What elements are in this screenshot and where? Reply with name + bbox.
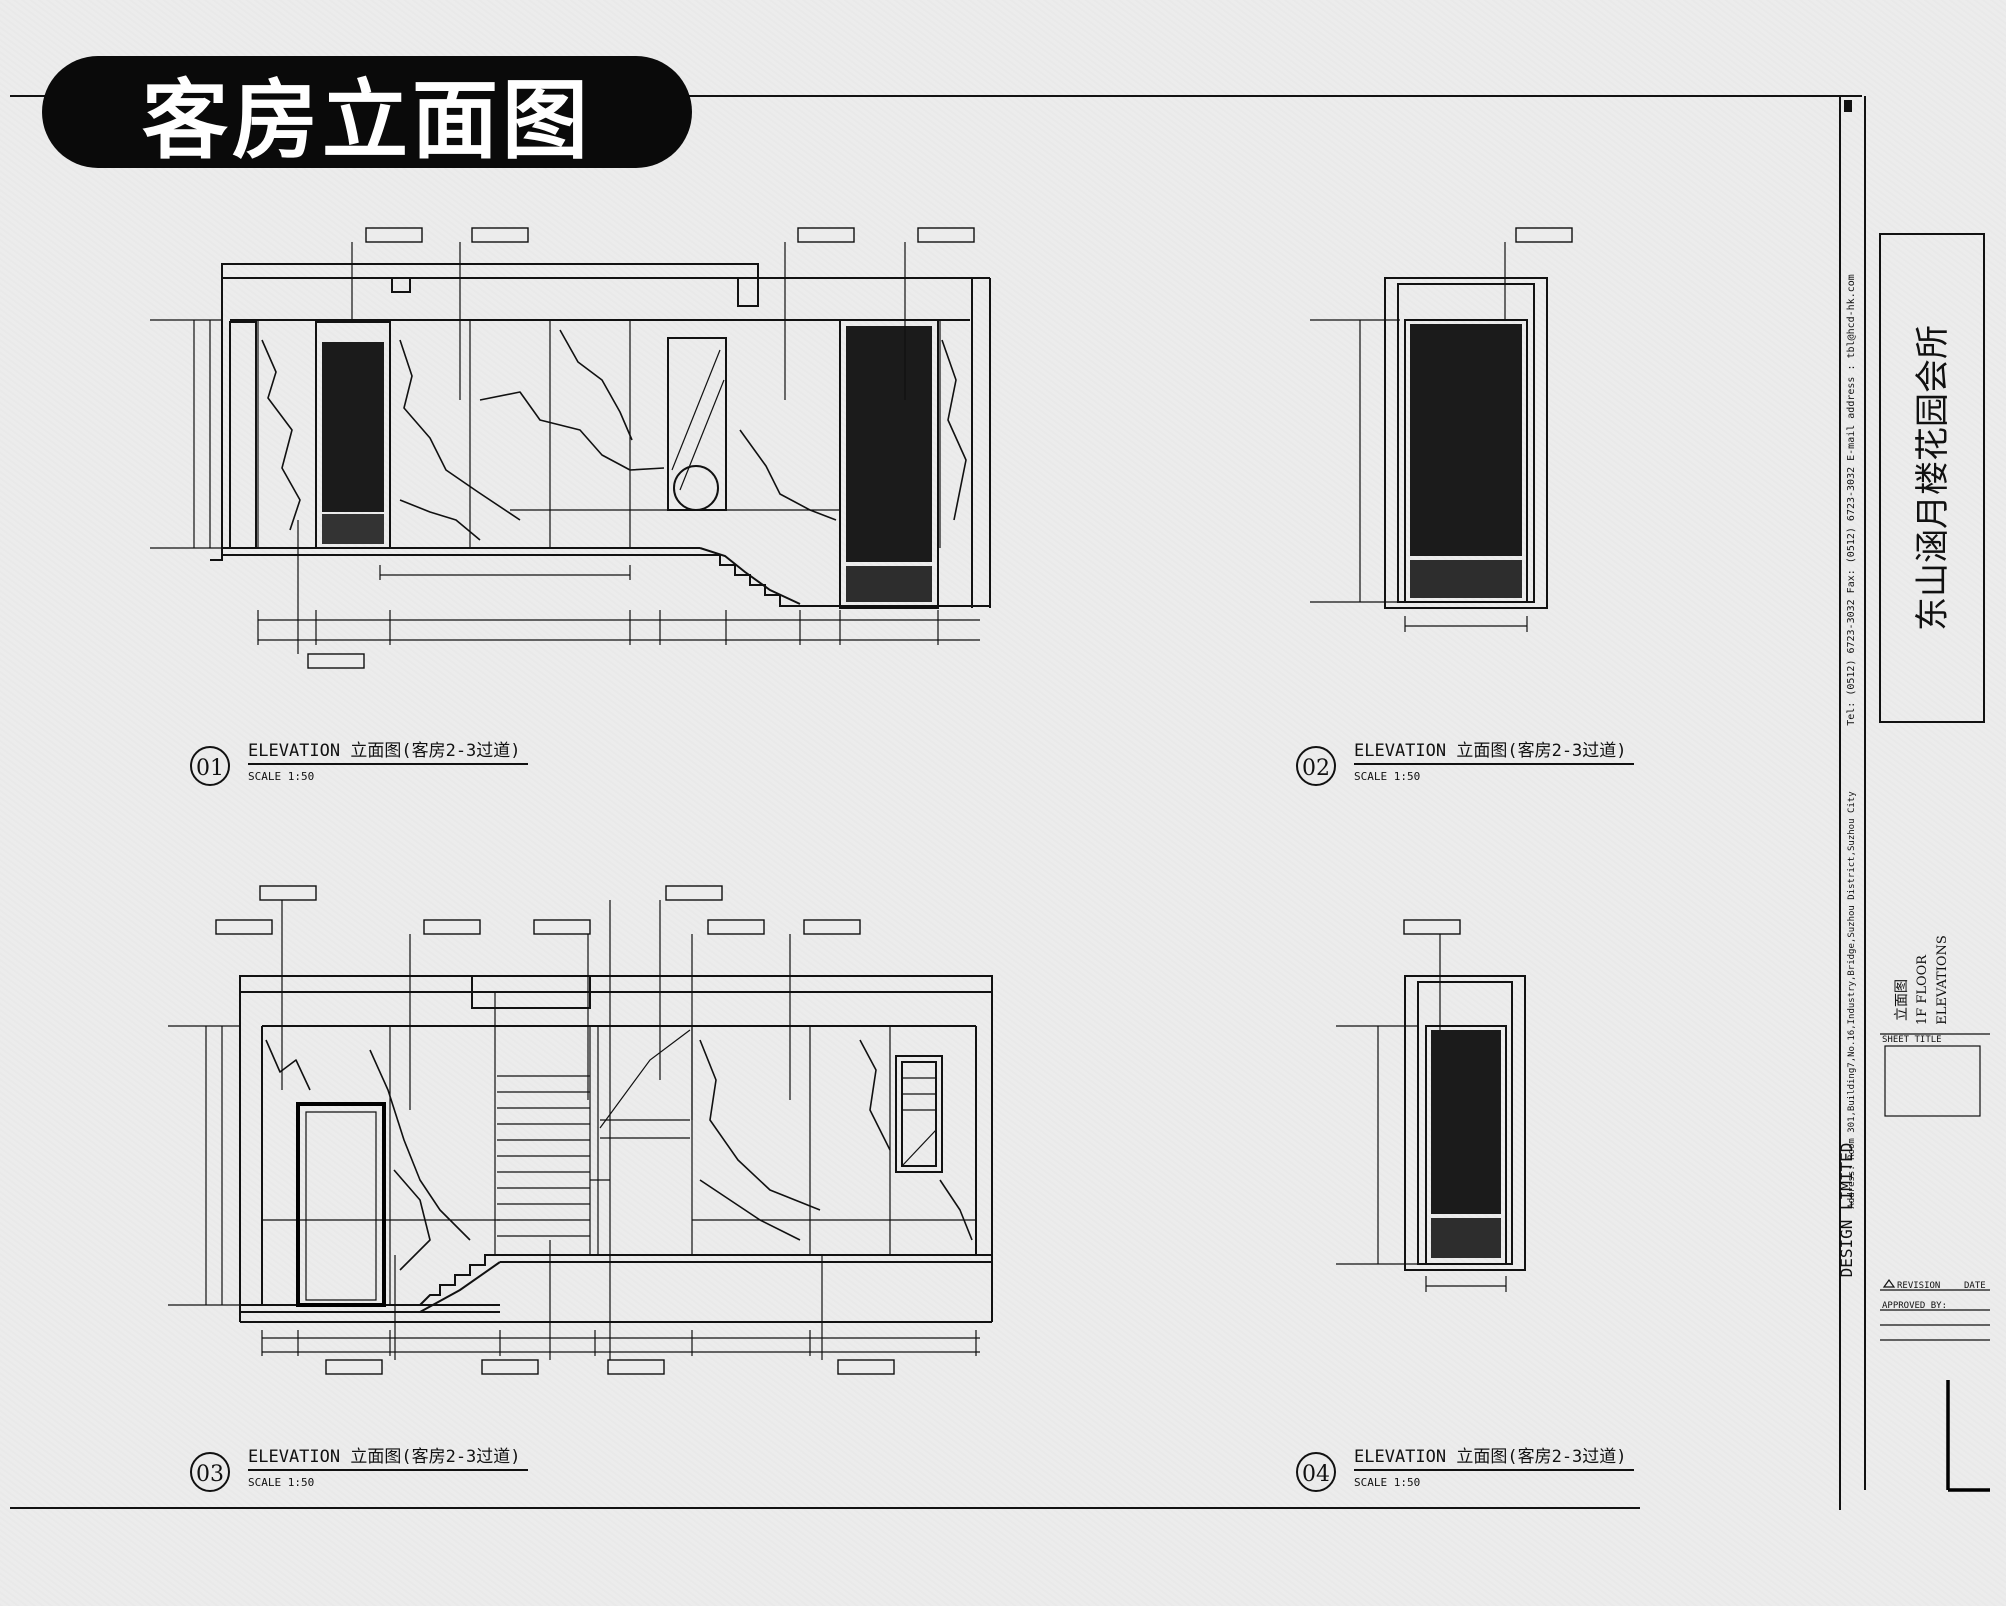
sheet-title-label: SHEET TITLE xyxy=(1882,1035,1942,1045)
title-block-text: 东山涵月楼花园会所 Tel: (0512) 6723-3032 Fax: (05… xyxy=(1837,274,1986,1311)
elevation-02-number: 02 xyxy=(1302,756,1330,781)
elevation-03-scale: SCALE 1:50 xyxy=(248,1476,314,1489)
stair-run xyxy=(497,1075,590,1237)
elevation-02-scale: SCALE 1:50 xyxy=(1354,770,1420,783)
revision-label: REVISION xyxy=(1897,1281,1940,1291)
elevation-01-title: ELEVATION 立面图(客房2-3过道) xyxy=(248,741,521,761)
elevation-01-number: 01 xyxy=(196,756,224,781)
elevation-04-scale: SCALE 1:50 xyxy=(1354,1476,1420,1489)
project-name: 东山涵月楼花园会所 xyxy=(1913,325,1953,631)
sheet-border xyxy=(10,95,1990,1510)
approved-label: APPROVED BY: xyxy=(1882,1301,1947,1311)
date-label: DATE xyxy=(1964,1281,1986,1291)
sheet-title-cn: 立面图 xyxy=(1894,979,1910,1021)
revision-triangle-icon xyxy=(1882,1278,1896,1288)
elevation-03-title: ELEVATION 立面图(客房2-3过道) xyxy=(248,1447,521,1467)
elevation-01-marker: 01 ELEVATION 立面图(客房2-3过道) SCALE 1:50 xyxy=(190,741,528,786)
elevation-04-marker: 04 ELEVATION 立面图(客房2-3过道) SCALE 1:50 xyxy=(1296,1447,1634,1492)
title-block-frame xyxy=(1879,233,1990,1341)
elevation-02-title: ELEVATION 立面图(客房2-3过道) xyxy=(1354,741,1627,761)
elevation-04-drawing xyxy=(1336,919,1526,1292)
elevation-03-number: 03 xyxy=(196,1462,224,1487)
sheet-title-floor: 1F FLOOR xyxy=(1915,954,1930,1025)
address-text: Address: Room 301,Building7,No.16,Indust… xyxy=(1847,791,1857,1209)
elevation-01-drawing xyxy=(150,227,991,669)
elevation-03-drawing xyxy=(168,885,993,1375)
elevation-04-title: ELEVATION 立面图(客房2-3过道) xyxy=(1354,1447,1627,1467)
elevation-04-number: 04 xyxy=(1302,1462,1330,1487)
sheet-title-elevations: ELEVATIONS xyxy=(1935,935,1950,1025)
contact-info: Tel: (0512) 6723-3032 Fax: (0512) 6723-3… xyxy=(1846,274,1857,726)
elevation-03-marker: 03 ELEVATION 立面图(客房2-3过道) SCALE 1:50 xyxy=(190,1447,528,1492)
title-banner: 客房立面图 xyxy=(42,56,692,171)
banner-title: 客房立面图 xyxy=(142,70,592,171)
elevation-02-drawing xyxy=(1310,227,1573,632)
elevation-02-marker: 02 ELEVATION 立面图(客房2-3过道) SCALE 1:50 xyxy=(1296,741,1634,786)
company-name: DESIGN LIMITED xyxy=(1837,1143,1856,1278)
elevation-01-scale: SCALE 1:50 xyxy=(248,770,314,783)
